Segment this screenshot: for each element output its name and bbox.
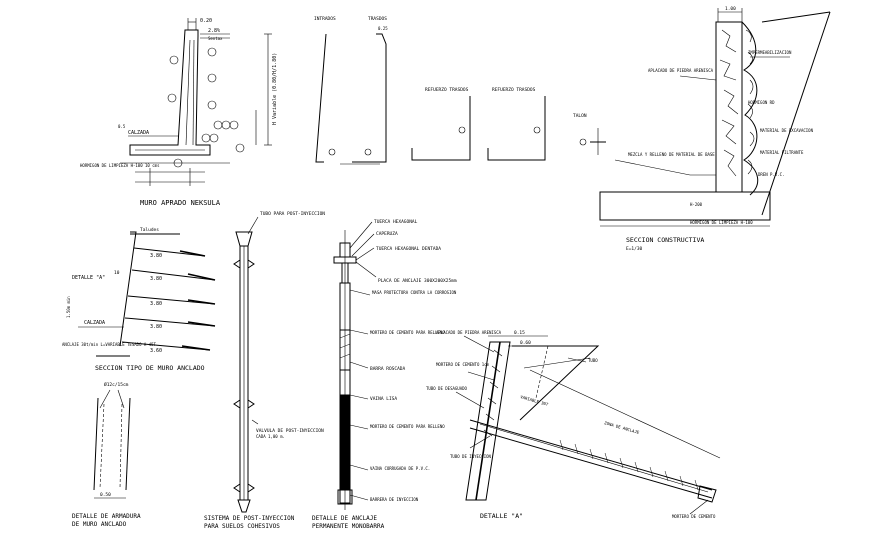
bond-zone — [559, 439, 699, 491]
const-note-imper: IMPERMEABILIZACION — [748, 50, 792, 55]
detalle-a-note-3: TUBO DE DESAGUADO — [426, 386, 468, 391]
anc-note-8: VAINA LISA — [370, 396, 397, 402]
tipo-title: SECCION TIPO DE MURO ANCLADO — [95, 364, 205, 372]
tipo-dim-5: 3.60 — [150, 348, 162, 354]
tipo-calzada: CALZADA — [84, 320, 105, 326]
const-note-aplacado: APLACADO DE PIEDRA ARENISCA — [648, 68, 714, 73]
armadura-dim: 0.50 — [100, 492, 111, 498]
detalle-a-title: DETALLE "A" — [480, 512, 523, 520]
valvula-sub: CADA 1,00 m. — [256, 434, 285, 439]
muro-title: MURO APRADO NEKSULA — [140, 199, 221, 207]
anc-note-10: VAINA CORRUGADA DE P.V.C. — [370, 466, 430, 471]
tipo-min: 1.50m min — [66, 296, 71, 318]
refuerzo-label-1: REFUERZO TRASDOS — [425, 87, 469, 93]
anc-note-9: MORTERO DE CEMENTO PARA RELLENO — [370, 424, 445, 429]
muro-base-note: HORMIGON DE LIMPIEZA H-100 10 cms — [80, 163, 160, 168]
const-note-h200: H-200 — [690, 202, 703, 207]
muro-dim-28: 2.8% — [208, 28, 220, 34]
talon-label: TALON — [573, 113, 587, 119]
armadura-sub: DE MURO ANCLADO — [72, 521, 127, 528]
anc-note-7: BARRA ROSCADA — [370, 366, 406, 372]
anc-note-2: CAPERUZA — [376, 231, 398, 237]
muro-vertical-dim: H Variable (0.80/H/1.80) — [272, 53, 278, 125]
trasdos-label: TRASDOS — [368, 16, 387, 22]
sistema-sub: PARA SUELOS COHESIVOS — [204, 523, 280, 530]
const-note-excav: MATERIAL DE EXCAVACION — [760, 128, 814, 133]
muro-calzada: CALZADA — [128, 130, 149, 136]
muro-dim-020: 0.20 — [200, 18, 212, 24]
detalle-a-dim-1: 0.15 — [514, 330, 525, 336]
detalle-a-note-7: ZONA DE ANCLAJE — [604, 420, 641, 435]
const-note-hormigon: HORMIGON RD — [748, 100, 775, 105]
detalle-a: 0.15 0.60 APLACADO DE — [426, 330, 721, 520]
detalle-a-dim-2: 0.60 — [520, 340, 531, 346]
muro-left-dim: 0.5 — [118, 124, 126, 129]
tipo-dim-3: 3.80 — [150, 301, 162, 307]
const-note-filtrante: MATERIAL FILTRANTE — [760, 150, 804, 155]
seccion-const-title: SECCION CONSTRUCTIVA — [626, 236, 704, 244]
detalle-a-note-1: APLACADO DE PIEDRA ARENISCA — [436, 330, 502, 335]
refuerzo-details: REFUERZO TRASDOS REFUERZO TRASDOS TALON — [411, 87, 606, 161]
seccion-const-dim: 1.00 — [725, 6, 736, 12]
detalle-a-note-8: MORTERO DE CEMENTO — [672, 514, 716, 519]
armadura-title: DETALLE DE ARMADURA — [72, 513, 141, 520]
detalle-anclaje: TUERCA HEXAGONAL CAPERUZA TUERCA HEXAGON… — [312, 219, 457, 530]
anc-note-1: TUERCA HEXAGONAL — [374, 219, 418, 225]
anchor-lines — [121, 247, 216, 351]
intrados-label: INTRADOS — [314, 16, 336, 22]
anc-note-3: TUERCA HEXAGONAL DENTADA — [376, 246, 441, 252]
tipo-taludes: Taludes — [140, 227, 159, 233]
trasdos-dim: 0.25 — [378, 26, 388, 31]
tipo-dim-2: 3.80 — [150, 276, 162, 282]
tipo-detalle-a: DETALLE "A" — [72, 275, 105, 281]
muro-section: 0.20 2.8% Sentax H Variable (0.80/H/1.80… — [80, 18, 278, 207]
tipo-ten: 10 — [114, 270, 120, 276]
anc-note-4: PLACA DE ANCLAJE 300X200X25mm — [378, 278, 457, 284]
anc-note-11: BARRERA DE INYECCION — [370, 497, 419, 502]
const-note-dren: DREN P.V.C. — [758, 172, 785, 177]
anc-note-6: MORTERO DE CEMENTO PARA RELLENO — [370, 330, 445, 335]
tipo-dim-1: 3.80 — [150, 253, 162, 259]
anc-note-5: MASA PROTECTORA CONTRA LA CORROSION — [372, 290, 457, 295]
armadura-rebar: Ø12c/15cm — [104, 381, 129, 388]
seccion-const-scale: E=1/30 — [626, 246, 643, 252]
seccion-tipo: Taludes 3.80 3.80 3.80 3.80 3.60 DETALLE… — [62, 227, 216, 372]
detalle-armadura: Ø12c/15cm 0.50 DETALLE DE ARMADURA DE MU… — [72, 381, 141, 528]
refuerzo-label-2: REFUERZO TRASDOS — [492, 87, 536, 93]
tipo-dim-4: 3.80 — [150, 324, 162, 330]
seccion-constructiva: 1.00 IMPERMEABILIZACION APLACADO DE PIED… — [599, 6, 831, 252]
detalle-a-note-2: MORTERO DE CEMENTO 1cm — [436, 362, 490, 367]
valvula-label: VALVULA DE POST-INYECCION — [256, 428, 324, 434]
tubo-post-label: TUBO PARA POST-INYECCION — [260, 211, 325, 217]
anclaje-sub: PERMANENTE MONOBARRA — [312, 523, 385, 530]
intrados-trasdos: INTRADOS TRASDOS 0.25 — [314, 16, 388, 165]
anclaje-title: DETALLE DE ANCLAJE — [312, 515, 377, 522]
const-note-limpieza: HORMIGON DE LIMPIEZA H-100 — [690, 220, 753, 225]
sistema-title: SISTEMA DE POST-INYECCION — [204, 515, 295, 522]
detalle-a-note-5: TUBO — [588, 358, 598, 363]
tipo-anclaje-note: ANCLAJE 30t/min L=VARIABLE TESADO A 45T — [62, 342, 157, 347]
sistema-post-inyeccion: TUBO PARA POST-INYECCION VALVULA DE POST… — [204, 211, 325, 530]
detalle-a-note-4: TUBO DE INYECCION — [450, 454, 492, 459]
muro-dim-sentax: Sentax — [208, 36, 223, 41]
const-note-mezcla: MEZCLA Y RELLENO DE MATERIAL DE BASE — [628, 152, 715, 157]
